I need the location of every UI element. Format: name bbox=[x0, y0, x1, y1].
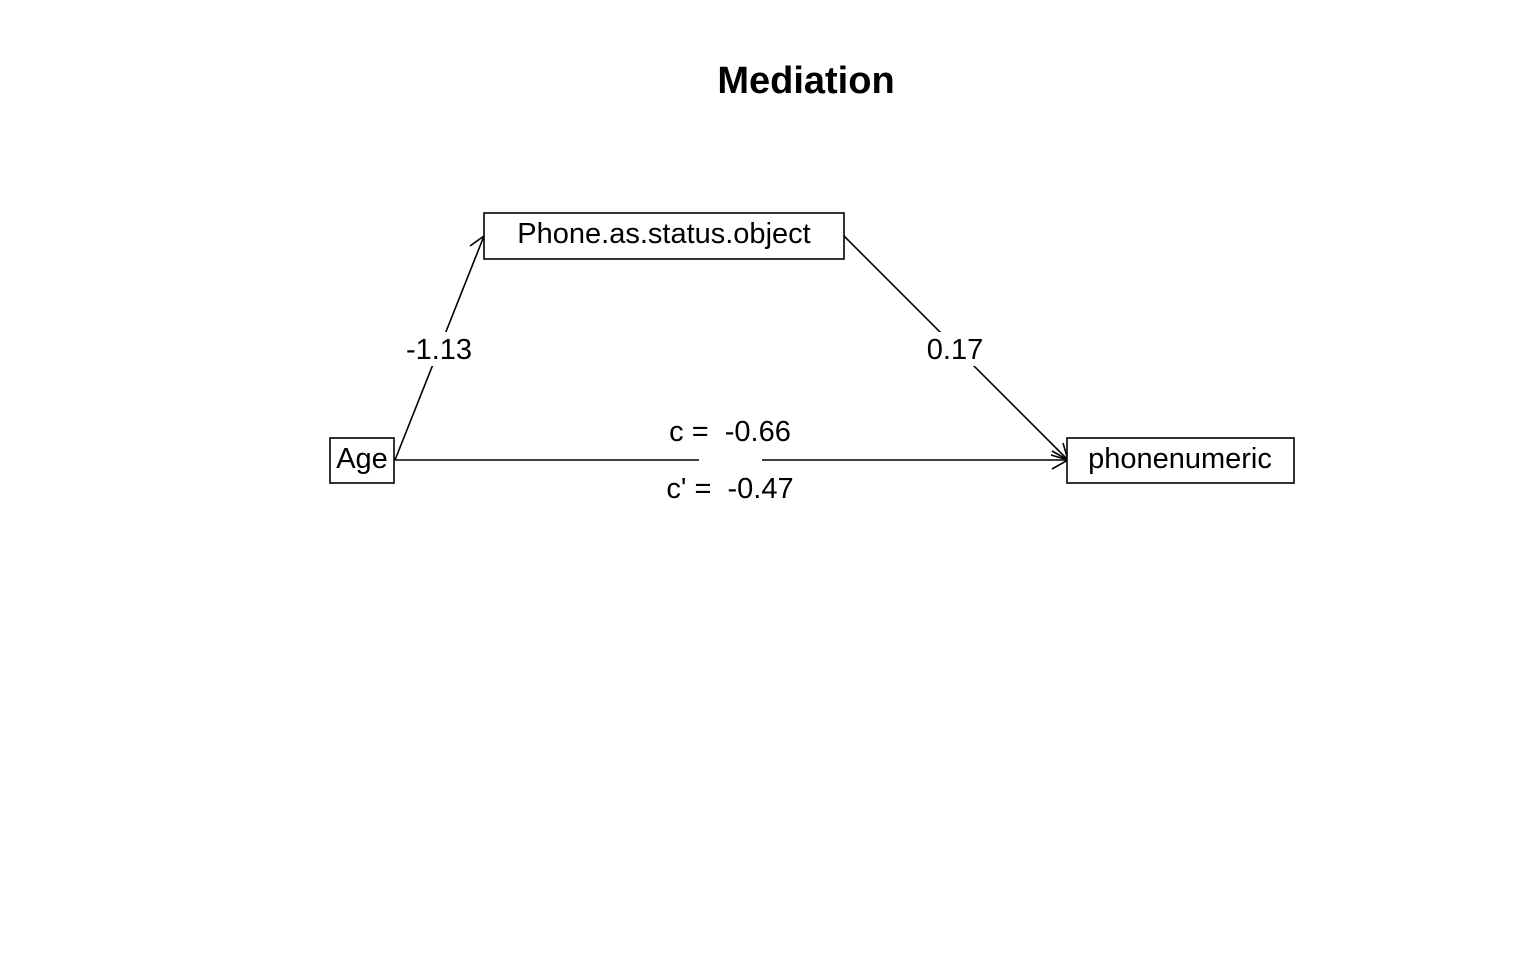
node-outcome-label: phonenumeric bbox=[1088, 443, 1272, 475]
node-predictor-label: Age bbox=[336, 443, 388, 475]
node-predictor-box bbox=[329, 437, 395, 484]
edge-b-label: 0.17 bbox=[927, 334, 983, 366]
edge-a-label-bg bbox=[401, 332, 477, 366]
edge-c-label: c = -0.66 bbox=[669, 416, 791, 448]
diagram-title: Mediation bbox=[717, 60, 894, 102]
node-outcome: phonenumeric bbox=[1066, 437, 1295, 484]
node-mediator-label: Phone.as.status.object bbox=[517, 218, 810, 250]
edge-b-label-bg bbox=[922, 332, 988, 366]
node-predictor: Age bbox=[329, 437, 395, 484]
node-mediator-box bbox=[483, 212, 845, 260]
node-mediator: Phone.as.status.object bbox=[483, 212, 845, 260]
edge-a-label: -1.13 bbox=[406, 334, 472, 366]
node-outcome-box bbox=[1066, 437, 1295, 484]
edge-c-prime-label: c' = -0.47 bbox=[666, 473, 793, 505]
